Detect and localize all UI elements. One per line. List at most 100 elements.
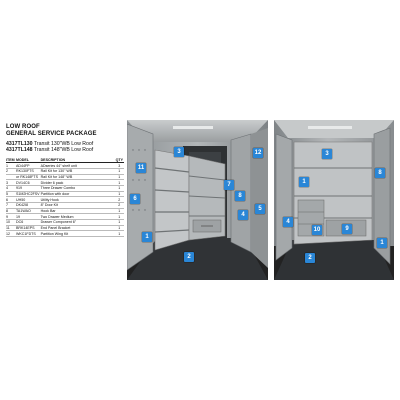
cell-description: Partition with door: [40, 191, 116, 198]
callout-badge: 9: [342, 224, 352, 234]
cell-item: 7: [6, 202, 16, 209]
cell-description: 8" Door Kit: [40, 202, 116, 209]
cell-item: [6, 174, 16, 181]
title-line-1: LOW ROOF: [6, 124, 40, 130]
col-header-model: MODEL: [16, 157, 41, 164]
cell-model: 919: [16, 185, 41, 192]
model-list: 4317TL130 Transit 130"WB Low Roof 4317TL…: [6, 141, 124, 154]
model-code: 4317TL130: [6, 141, 33, 147]
cell-model: UH50: [16, 196, 41, 204]
cell-item: 5: [6, 191, 16, 198]
cell-item: 2: [6, 168, 16, 175]
cell-item: 3: [6, 179, 16, 187]
callout-badge: 7: [224, 180, 234, 190]
callout-badge: 1: [142, 232, 152, 242]
table-header-row: ITEM MODEL DESCRIPTION QTY: [6, 157, 124, 164]
cell-description: Two Drawer Medium: [40, 213, 116, 221]
callout-badge: 8: [375, 168, 385, 178]
col-header-item: ITEM: [6, 157, 16, 164]
callout-badge: 11: [136, 163, 146, 173]
callout-badge: 3: [174, 147, 184, 157]
cell-qty: 1: [115, 219, 124, 226]
callout-badge: 4: [238, 210, 248, 220]
cell-description: Partition Wing Kit: [40, 230, 116, 238]
cell-item: 6: [6, 196, 16, 204]
van-interior-photo-right: 3 8 1 4 10 9 1 2: [274, 120, 394, 280]
cell-description: Rail Kit for 148" WB: [40, 174, 116, 181]
cell-item: 11: [6, 225, 16, 232]
callout-badge: 10: [312, 225, 322, 235]
model-code: 4317TL148: [6, 147, 33, 154]
cell-qty: 1: [115, 213, 124, 221]
cell-description: End Panel Bracket: [40, 225, 116, 232]
cell-qty: 1: [115, 179, 124, 187]
cell-qty: 2: [115, 196, 124, 204]
callout-badge: 12: [253, 148, 263, 158]
callout-badge: 6: [130, 194, 140, 204]
cell-description: Divider 6 pack: [40, 179, 116, 187]
cell-model: RK130FTS: [16, 168, 41, 175]
van-interior-illustration-right: [274, 120, 394, 280]
van-interior-illustration-left: [127, 120, 268, 280]
cell-description: Hook Bar: [40, 208, 116, 215]
cell-item: 12: [6, 230, 16, 238]
cell-qty: 3: [115, 162, 124, 170]
model-desc: Transit 148"WB Low Roof: [33, 147, 94, 154]
van-interior-photo-left: 3 12 11 7 6 8 4 5 1 2: [127, 120, 268, 280]
callout-badge: 8: [235, 191, 245, 201]
callout-badge: 3: [322, 149, 332, 159]
cell-qty: 1: [115, 230, 124, 238]
cell-item: 10: [6, 219, 16, 226]
cell-qty: 1: [115, 225, 124, 232]
cell-model: TA1WAO: [16, 208, 41, 215]
cell-description: Drawer Component 6": [40, 219, 116, 226]
callout-badge: 2: [184, 252, 194, 262]
col-header-qty: QTY: [115, 157, 124, 164]
cell-model: AD44FP: [16, 162, 41, 170]
callout-badge: 5: [255, 204, 265, 214]
cell-qty: 2: [115, 202, 124, 209]
cell-description: ADseries 44" shelf unit: [40, 162, 116, 170]
cell-item: 9: [6, 213, 16, 221]
cell-qty: 1: [115, 174, 124, 181]
cell-model: or RK148FTS: [16, 174, 41, 181]
cell-qty: 1: [115, 185, 124, 192]
cell-qty: 1: [115, 191, 124, 198]
cell-qty: 1: [115, 208, 124, 215]
model-line: 4317TL148 Transit 148"WB Low Roof: [6, 147, 124, 153]
cell-model: DC6: [16, 219, 41, 226]
cell-qty: 1: [115, 168, 124, 175]
title-line-2: GENERAL SERVICE PACKAGE: [6, 131, 97, 137]
cell-description: Three Drawer Combo: [40, 185, 116, 192]
cell-item: 8: [6, 208, 16, 215]
col-header-description: DESCRIPTION: [40, 157, 116, 164]
cell-item: 1: [6, 162, 16, 170]
cell-model: DV14C6: [16, 179, 41, 187]
cell-model: DK42I8: [16, 202, 41, 209]
cell-item: 4: [6, 185, 16, 192]
model-desc: Transit 130"WB Low Roof: [33, 141, 94, 147]
cell-model: WKC1FDTS: [16, 230, 41, 238]
cell-model: BRK14EPS: [16, 225, 41, 232]
callout-badge: 2: [305, 253, 315, 263]
cell-description: Rail Kit for 130" WB: [40, 168, 116, 175]
callout-badge: 1: [377, 238, 387, 248]
callout-badge: 1: [299, 177, 309, 187]
model-line: 4317TL130 Transit 130"WB Low Roof: [6, 141, 124, 147]
